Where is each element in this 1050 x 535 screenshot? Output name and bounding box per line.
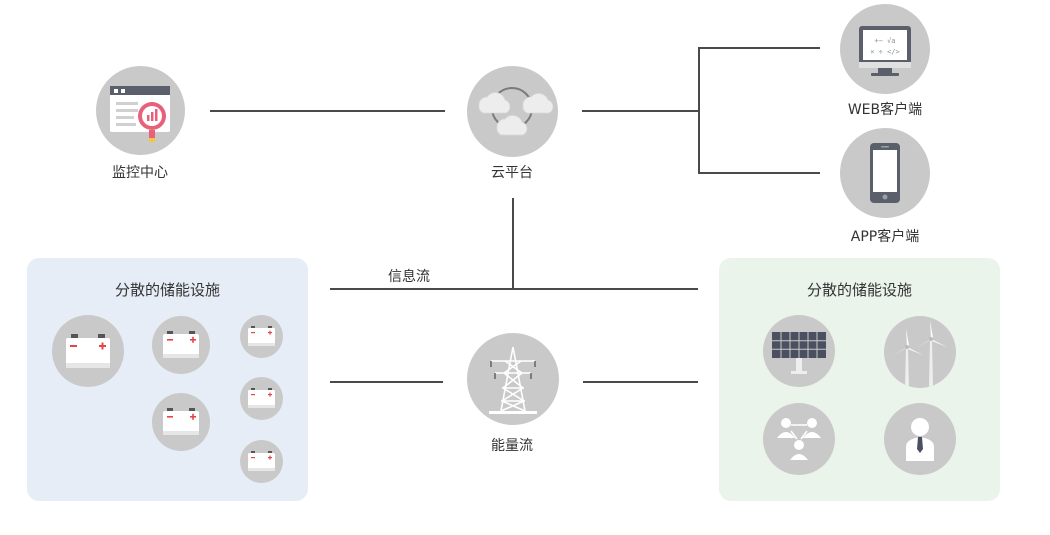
monitoring-center-node (96, 66, 185, 155)
line-to-app-client (698, 172, 820, 174)
smartphone-icon (870, 143, 900, 203)
battery-icon (152, 393, 210, 451)
right-storage-panel: 分散的储能设施 (719, 258, 1000, 501)
user-group-node (763, 403, 835, 475)
battery-icon (152, 316, 210, 374)
line-to-web-client (698, 47, 820, 49)
energy-flow-node (467, 333, 559, 425)
line-branch-vertical (698, 47, 700, 174)
battery-icon (240, 315, 283, 358)
cloud-icon (478, 87, 554, 136)
wind-turbine-icon (892, 320, 947, 388)
screen-code-text: × ÷ </> (870, 48, 900, 56)
left-panel-title: 分散的储能设施 (114, 281, 220, 299)
energy-flow-label: 能量流 (491, 438, 533, 454)
user-group-icon (777, 418, 821, 460)
solar-panel-icon (772, 332, 826, 374)
app-client-node (840, 128, 930, 218)
power-tower-icon (489, 346, 537, 414)
battery-icon (240, 440, 283, 483)
web-client-node: +− √a × ÷ </> (840, 4, 930, 94)
wind-turbine-node (884, 316, 956, 388)
screen-math-text: +− √a (874, 37, 895, 45)
user-icon (906, 418, 934, 461)
battery-icon (240, 377, 283, 420)
desktop-monitor-icon: +− √a × ÷ </> (859, 26, 911, 76)
line-cloud-down (512, 198, 514, 289)
energy-line-left (330, 381, 443, 383)
user-node (884, 403, 956, 475)
cloud-platform-label: 云平台 (491, 165, 533, 181)
solar-panel-node (763, 315, 835, 387)
monitoring-center-label: 监控中心 (112, 165, 168, 181)
web-client-label: WEB客户端 (847, 102, 923, 118)
battery-icon (52, 315, 124, 387)
monitoring-dashboard-icon (110, 86, 170, 142)
line-monitor-cloud (210, 110, 445, 112)
right-panel-title: 分散的储能设施 (806, 281, 912, 299)
line-cloud-branch (582, 110, 700, 112)
info-flow-label: 信息流 (388, 269, 430, 285)
energy-line-right (583, 381, 698, 383)
app-client-label: APP客户端 (850, 229, 920, 245)
info-flow-line (330, 288, 698, 290)
cloud-platform-node (467, 66, 558, 157)
